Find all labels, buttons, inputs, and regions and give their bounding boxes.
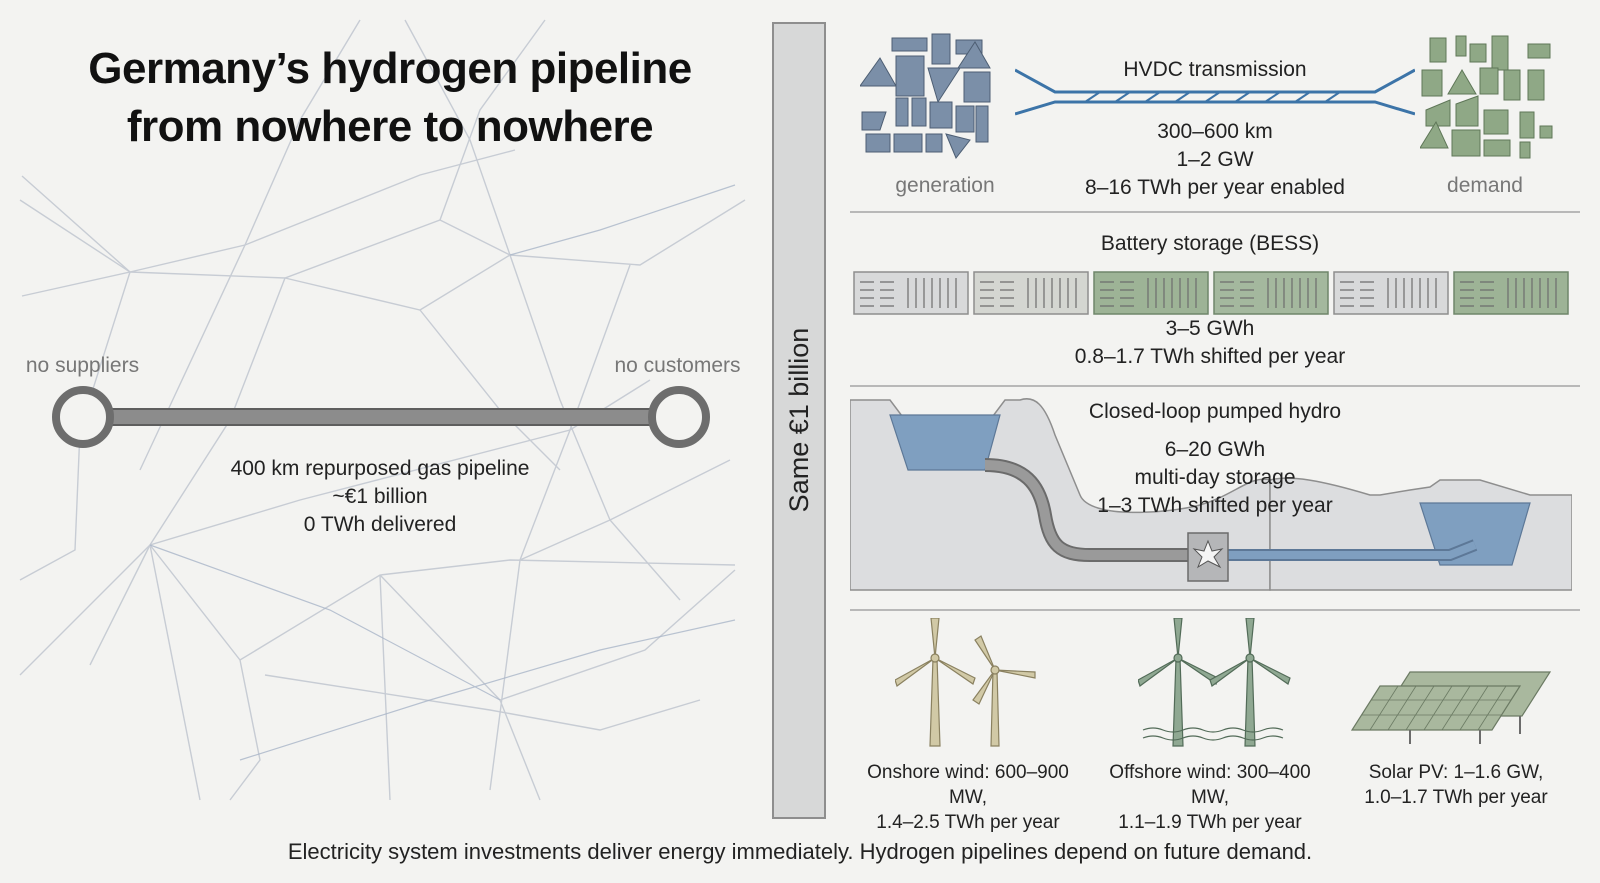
pipeline-icon <box>52 386 710 448</box>
hydro-energy: 1–3 TWh shifted per year <box>1097 494 1333 517</box>
hvdc-details: 300–600 km 1–2 GW 8–16 TWh per year enab… <box>1050 118 1380 202</box>
same-billion-label: Same €1 billion <box>784 327 814 513</box>
title-line-2: from nowhere to nowhere <box>126 102 654 151</box>
section-divider-1 <box>850 211 1580 213</box>
battery-container-icon <box>1453 271 1569 315</box>
onshore-capacity: Onshore wind: 600–900 MW, <box>867 762 1069 808</box>
page-title: Germany’s hydrogen pipeline from nowhere… <box>40 40 740 156</box>
battery-details: 3–5 GWh 0.8–1.7 TWh shifted per year <box>1040 315 1380 371</box>
generation-label: generation <box>895 174 995 197</box>
divider-bar <box>772 22 826 819</box>
battery-capacity: 3–5 GWh <box>1165 317 1255 340</box>
offshore-energy: 1.1–1.9 TWh per year <box>1118 812 1302 833</box>
hvdc-energy: 8–16 TWh per year enabled <box>1085 176 1345 199</box>
section-divider-3 <box>850 609 1580 611</box>
title-line-1: Germany’s hydrogen pipeline <box>88 44 692 93</box>
battery-container-icon <box>853 271 969 315</box>
battery-container-icon <box>1333 271 1449 315</box>
generation-cluster-icon <box>860 33 991 159</box>
offshore-wind-icon <box>1138 618 1291 747</box>
battery-containers <box>853 271 1569 315</box>
pipeline-delivered: 0 TWh delivered <box>303 513 457 536</box>
section-divider-2 <box>850 385 1580 387</box>
pipeline-length: 400 km repurposed gas pipeline <box>230 457 530 480</box>
hvdc-title: HVDC transmission <box>1123 58 1307 81</box>
solar-capacity: Solar PV: 1–1.6 GW, <box>1368 762 1544 783</box>
hvdc-capacity: 1–2 GW <box>1176 148 1254 171</box>
demand-label: demand <box>1447 174 1523 197</box>
demand-cluster-icon <box>1420 35 1553 159</box>
no-customers-label: no customers <box>614 354 741 377</box>
battery-container-icon <box>973 271 1089 315</box>
hydro-capacity: 6–20 GWh <box>1164 438 1266 461</box>
pumped-hydro-icon <box>850 398 1572 591</box>
battery-energy: 0.8–1.7 TWh shifted per year <box>1074 345 1346 368</box>
solar-pv-label: Solar PV: 1–1.6 GW, 1.0–1.7 TWh per year <box>1356 760 1556 810</box>
solar-energy: 1.0–1.7 TWh per year <box>1364 787 1548 808</box>
battery-container-icon <box>1093 271 1209 315</box>
battery-title: Battery storage (BESS) <box>1100 232 1320 255</box>
hydro-details: 6–20 GWh multi-day storage 1–3 TWh shift… <box>1060 436 1370 520</box>
hydro-duration: multi-day storage <box>1134 466 1296 489</box>
offshore-wind-label: Offshore wind: 300–400 MW, 1.1–1.9 TWh p… <box>1090 760 1330 835</box>
hvdc-line-icon <box>1015 68 1415 116</box>
pipeline-cost: ~€1 billion <box>332 485 428 508</box>
battery-container-icon <box>1213 271 1329 315</box>
hvdc-distance: 300–600 km <box>1157 120 1273 143</box>
no-suppliers-label: no suppliers <box>25 354 140 377</box>
solar-panel-icon <box>1350 671 1552 744</box>
onshore-energy: 1.4–2.5 TWh per year <box>876 812 1060 833</box>
onshore-wind-label: Onshore wind: 600–900 MW, 1.4–2.5 TWh pe… <box>852 760 1084 835</box>
footer-note: Electricity system investments deliver e… <box>287 839 1313 864</box>
onshore-wind-icon <box>895 618 1036 747</box>
pipeline-description: 400 km repurposed gas pipeline ~€1 billi… <box>200 455 560 539</box>
offshore-capacity: Offshore wind: 300–400 MW, <box>1109 762 1311 808</box>
hydro-title: Closed-loop pumped hydro <box>1088 400 1342 423</box>
